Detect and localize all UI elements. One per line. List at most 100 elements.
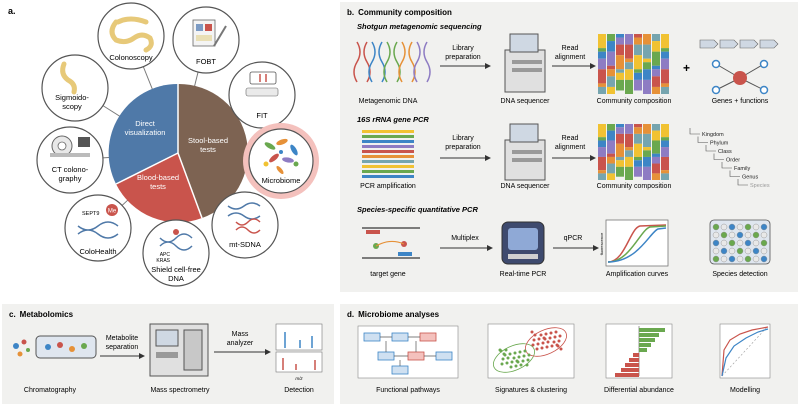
row3-step-multiplex: Multiplex bbox=[451, 235, 479, 242]
colohealth-label: ColoHealth bbox=[79, 247, 116, 256]
panel-a-label: a. bbox=[8, 6, 16, 16]
composition-segment bbox=[607, 156, 615, 164]
row1-sequencer-icon bbox=[504, 33, 546, 93]
pcr-amplicon bbox=[362, 160, 414, 163]
composition-segment bbox=[607, 153, 615, 157]
panel-d-caption-modelling: Modelling bbox=[730, 387, 760, 394]
abundance-bar bbox=[629, 358, 639, 362]
composition-segment bbox=[643, 79, 651, 94]
row3-title: Species-specific quantitative PCR bbox=[357, 205, 478, 214]
plate-well bbox=[712, 247, 720, 255]
composition-segment bbox=[625, 69, 633, 80]
taxonomy-rank: Order bbox=[726, 158, 740, 164]
sigmoidoscopy-label: Sigmoido-scopy bbox=[55, 93, 89, 111]
mass-spectrometer-icon bbox=[149, 323, 209, 377]
taxonomy-rank: Genus bbox=[742, 175, 758, 181]
apc-label: APC bbox=[160, 252, 171, 258]
pie-slice-visualization bbox=[108, 83, 178, 184]
scatter-point bbox=[554, 330, 558, 334]
amplification-curves-chart: fluorescence bbox=[599, 219, 669, 267]
composition-segment bbox=[616, 72, 624, 80]
composition-segment bbox=[661, 86, 669, 94]
composition-segment bbox=[607, 86, 615, 94]
target-gene-icon bbox=[362, 227, 420, 259]
composition-segment bbox=[616, 55, 624, 70]
composition-segment bbox=[598, 34, 606, 49]
composition-segment bbox=[598, 69, 606, 84]
composition-segment bbox=[634, 34, 642, 38]
scatter-point bbox=[506, 356, 510, 360]
plate-well bbox=[752, 231, 760, 239]
plate-well bbox=[736, 223, 744, 231]
plate-well bbox=[736, 239, 744, 247]
composition-segment bbox=[661, 34, 669, 49]
column-icon bbox=[35, 335, 97, 359]
modelling-roc-plot bbox=[719, 323, 771, 379]
composition-segment bbox=[661, 147, 669, 157]
composition-segment bbox=[625, 62, 633, 70]
composition-segment bbox=[643, 124, 651, 134]
real-time-pcr-icon bbox=[501, 221, 545, 265]
scatter-point bbox=[546, 340, 550, 344]
composition-segment bbox=[607, 65, 615, 70]
composition-segment bbox=[616, 160, 624, 167]
composition-segment bbox=[625, 44, 633, 59]
row3-step-qpcr: qPCR bbox=[564, 235, 583, 242]
scatter-point bbox=[548, 336, 552, 340]
composition-segment bbox=[661, 124, 669, 138]
microbiome-label: Microbiome bbox=[262, 176, 301, 185]
composition-segment bbox=[661, 69, 669, 84]
scatter-point bbox=[505, 361, 509, 365]
scatter-point bbox=[523, 349, 527, 353]
scatter-point bbox=[509, 365, 513, 369]
abundance-bar bbox=[639, 348, 647, 352]
gene-arrows-icon bbox=[699, 39, 779, 49]
plate-well bbox=[720, 255, 728, 263]
pcr-amplicon bbox=[362, 170, 414, 173]
composition-segment bbox=[625, 166, 633, 180]
pcr-amplicon bbox=[362, 155, 414, 158]
panel-b-label: b.Community composition bbox=[347, 8, 452, 17]
composition-segment bbox=[607, 173, 615, 180]
composition-segment bbox=[634, 156, 642, 161]
panel-c-caption-mass-spec: Mass spectrometry bbox=[150, 387, 210, 394]
composition-segment bbox=[643, 150, 651, 157]
row2-caption-sequencer: DNA sequencer bbox=[500, 183, 550, 190]
abundance-bar bbox=[621, 368, 639, 372]
plate-well bbox=[712, 223, 720, 231]
panel-d-caption-differential: Differential abundance bbox=[604, 387, 674, 394]
plate-well bbox=[760, 223, 768, 231]
scatter-point bbox=[550, 344, 554, 348]
scatter-point bbox=[542, 336, 546, 340]
scatter-point bbox=[508, 352, 512, 356]
composition-segment bbox=[607, 130, 615, 141]
taxonomy-rank: Family bbox=[734, 166, 750, 172]
composition-segment bbox=[661, 170, 669, 174]
composition-segment bbox=[643, 58, 651, 63]
taxonomy-rank: Class bbox=[718, 149, 732, 155]
composition-segment bbox=[607, 163, 615, 174]
composition-segment bbox=[598, 83, 606, 87]
plate-well bbox=[712, 239, 720, 247]
row2-caption-pcr: PCR amplification bbox=[360, 183, 416, 190]
plate-well bbox=[760, 231, 768, 239]
septin-label: SEPT9 bbox=[82, 211, 99, 217]
panel-d-caption-pathways: Functional pathways bbox=[376, 387, 440, 394]
composition-segment bbox=[616, 143, 624, 157]
pcr-amplicon bbox=[362, 145, 414, 148]
scatter-point bbox=[526, 358, 530, 362]
composition-segment bbox=[616, 156, 624, 161]
pcr-amplicon bbox=[362, 135, 414, 138]
plate-well bbox=[720, 247, 728, 255]
composition-segment bbox=[598, 124, 606, 138]
composition-segment bbox=[643, 44, 651, 59]
row1-caption-dna: Metagenomic DNA bbox=[359, 98, 418, 105]
row1-community-composition-bars bbox=[598, 34, 669, 94]
composition-segment bbox=[652, 76, 660, 87]
composition-segment bbox=[643, 166, 651, 180]
scatter-point bbox=[519, 363, 523, 367]
